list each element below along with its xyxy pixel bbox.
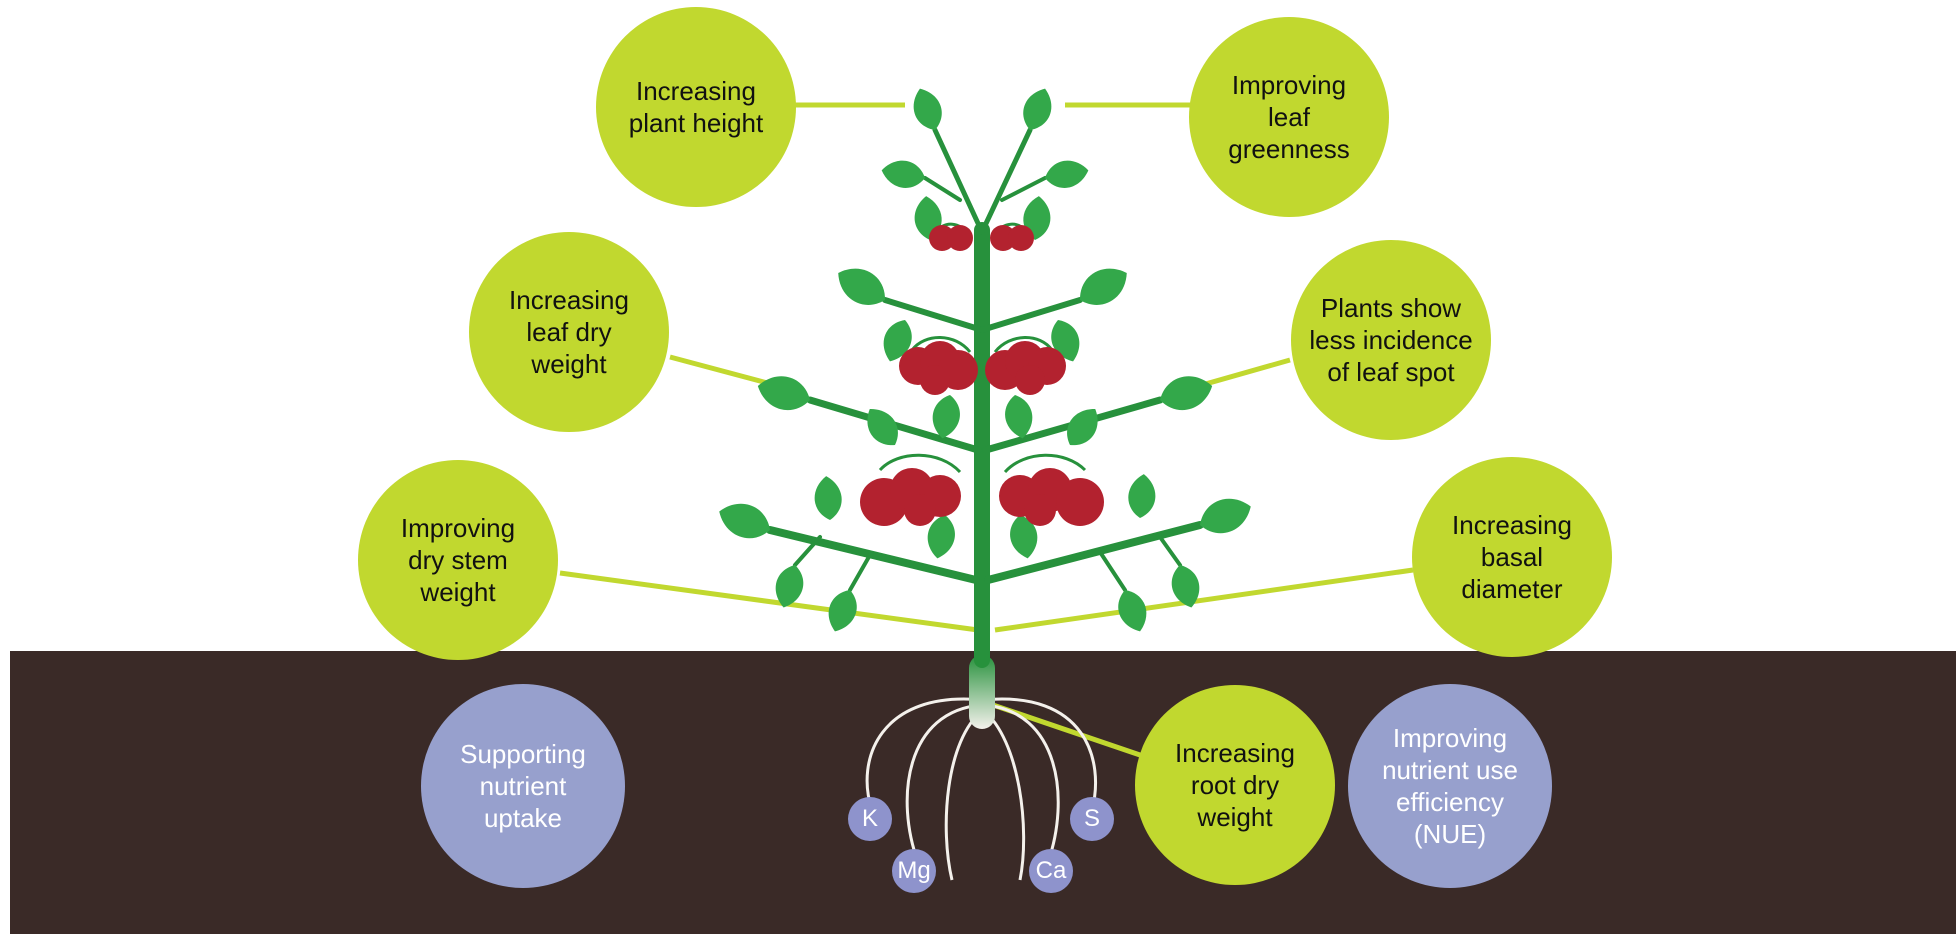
effect-nutrient-uptake: Supporting nutrient uptake — [421, 684, 625, 888]
nutrient-k: K — [848, 797, 892, 841]
effect-root-dry-weight: Increasing root dry weight — [1135, 685, 1335, 885]
root-center-right — [983, 710, 1024, 880]
effect-nutrient-uptake-label: Supporting nutrient uptake — [460, 738, 586, 834]
root-center-left — [946, 710, 983, 880]
root-k — [867, 699, 983, 810]
effect-leaf-spot-label: Plants show less incidence of leaf spot — [1309, 292, 1472, 388]
root-ca — [983, 705, 1058, 862]
effect-basal-diameter-label: Increasing basal diameter — [1452, 509, 1572, 605]
nutrient-mg-label: Mg — [897, 857, 930, 885]
nutrient-s-label: S — [1084, 805, 1100, 833]
effect-plant-height: Increasing plant height — [596, 7, 796, 207]
effect-dry-stem-weight-label: Improving dry stem weight — [401, 512, 515, 608]
connector-leaf-spot — [1195, 360, 1290, 387]
connector-leaf-dry-weight — [670, 357, 775, 385]
effect-leaf-spot: Plants show less incidence of leaf spot — [1291, 240, 1491, 440]
nutrient-mg: Mg — [892, 849, 936, 893]
nutrient-ca-label: Ca — [1036, 857, 1067, 885]
root-s — [983, 699, 1096, 810]
effect-dry-stem-weight: Improving dry stem weight — [358, 460, 558, 660]
effect-nue-label: Improving nutrient use efficiency (NUE) — [1382, 722, 1518, 850]
effect-basal-diameter: Increasing basal diameter — [1412, 457, 1612, 657]
nutrient-s: S — [1070, 797, 1114, 841]
effect-nue: Improving nutrient use efficiency (NUE) — [1348, 684, 1552, 888]
connector-dry-stem-weight — [560, 573, 978, 630]
nutrient-ca: Ca — [1029, 849, 1073, 893]
effect-plant-height-label: Increasing plant height — [629, 75, 763, 139]
stem-and-branches — [770, 130, 1200, 660]
effect-leaf-dry-weight-label: Increasing leaf dry weight — [509, 284, 629, 380]
effect-root-dry-weight-label: Increasing root dry weight — [1175, 737, 1295, 833]
effect-leaf-greenness-label: Improving leaf greenness — [1228, 69, 1349, 165]
effect-leaf-dry-weight: Increasing leaf dry weight — [469, 232, 669, 432]
connector-basal-diameter — [995, 570, 1413, 630]
nutrient-k-label: K — [862, 805, 878, 833]
effect-leaf-greenness: Improving leaf greenness — [1189, 17, 1389, 217]
